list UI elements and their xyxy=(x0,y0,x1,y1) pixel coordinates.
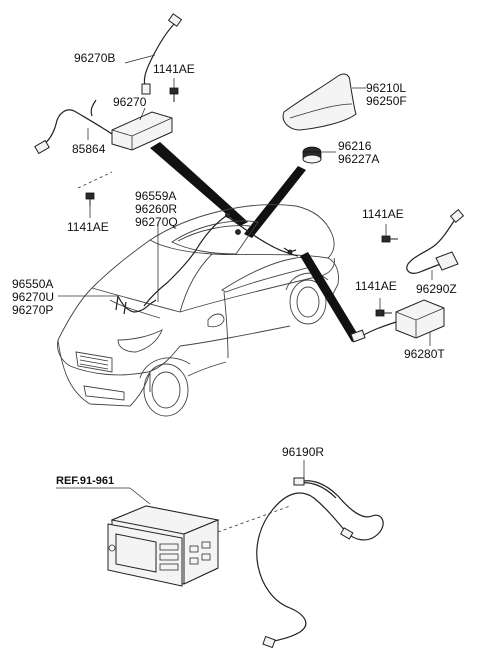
label-96227a: 96227A xyxy=(338,152,379,166)
label-96290z: 96290Z xyxy=(416,282,457,296)
head-unit xyxy=(56,487,291,587)
label-96270q: 96270Q xyxy=(135,215,178,229)
label-1141ae-b: 1141AE xyxy=(67,220,109,234)
module-96280t xyxy=(350,298,445,346)
label-96250f: 96250F xyxy=(366,94,407,108)
label-1141ae-a: 1141AE xyxy=(153,62,195,76)
screw-1141ae-a xyxy=(169,78,179,102)
ref-label: REF.91-961 xyxy=(56,475,114,487)
label-96216: 96216 xyxy=(338,139,372,153)
label-1141ae-c: 1141AE xyxy=(362,207,404,221)
label-1141ae-d: 1141AE xyxy=(355,279,397,293)
wire-85864 xyxy=(34,99,113,155)
label-96190r: 96190R xyxy=(282,445,324,459)
car-body xyxy=(57,204,339,417)
screw-1141ae-b xyxy=(77,171,113,218)
label-96280t: 96280T xyxy=(404,347,445,361)
label-96270u: 96270U xyxy=(12,290,54,304)
label-96210l: 96210L xyxy=(366,81,406,95)
label-96559a: 96559A xyxy=(135,189,176,203)
label-96260r: 96260R xyxy=(135,202,177,216)
label-85864: 85864 xyxy=(72,142,106,156)
pad-96216 xyxy=(302,146,336,164)
shark-fin-antenna-96210l xyxy=(282,73,366,131)
leader-amp-to-car xyxy=(150,142,248,226)
leader-fin-to-car xyxy=(244,166,306,238)
cable-96190r xyxy=(256,460,384,649)
label-96550a: 96550A xyxy=(12,277,53,291)
antenna-harness-96559a xyxy=(115,212,299,315)
amplifier-96270 xyxy=(111,107,173,151)
label-96270b: 96270B xyxy=(74,51,115,65)
cable-96290z xyxy=(381,209,465,280)
label-96270p: 96270P xyxy=(12,303,53,317)
label-96270: 96270 xyxy=(113,95,147,109)
antenna-lead-96270b xyxy=(124,13,183,95)
leader-car-to-module xyxy=(300,252,360,342)
